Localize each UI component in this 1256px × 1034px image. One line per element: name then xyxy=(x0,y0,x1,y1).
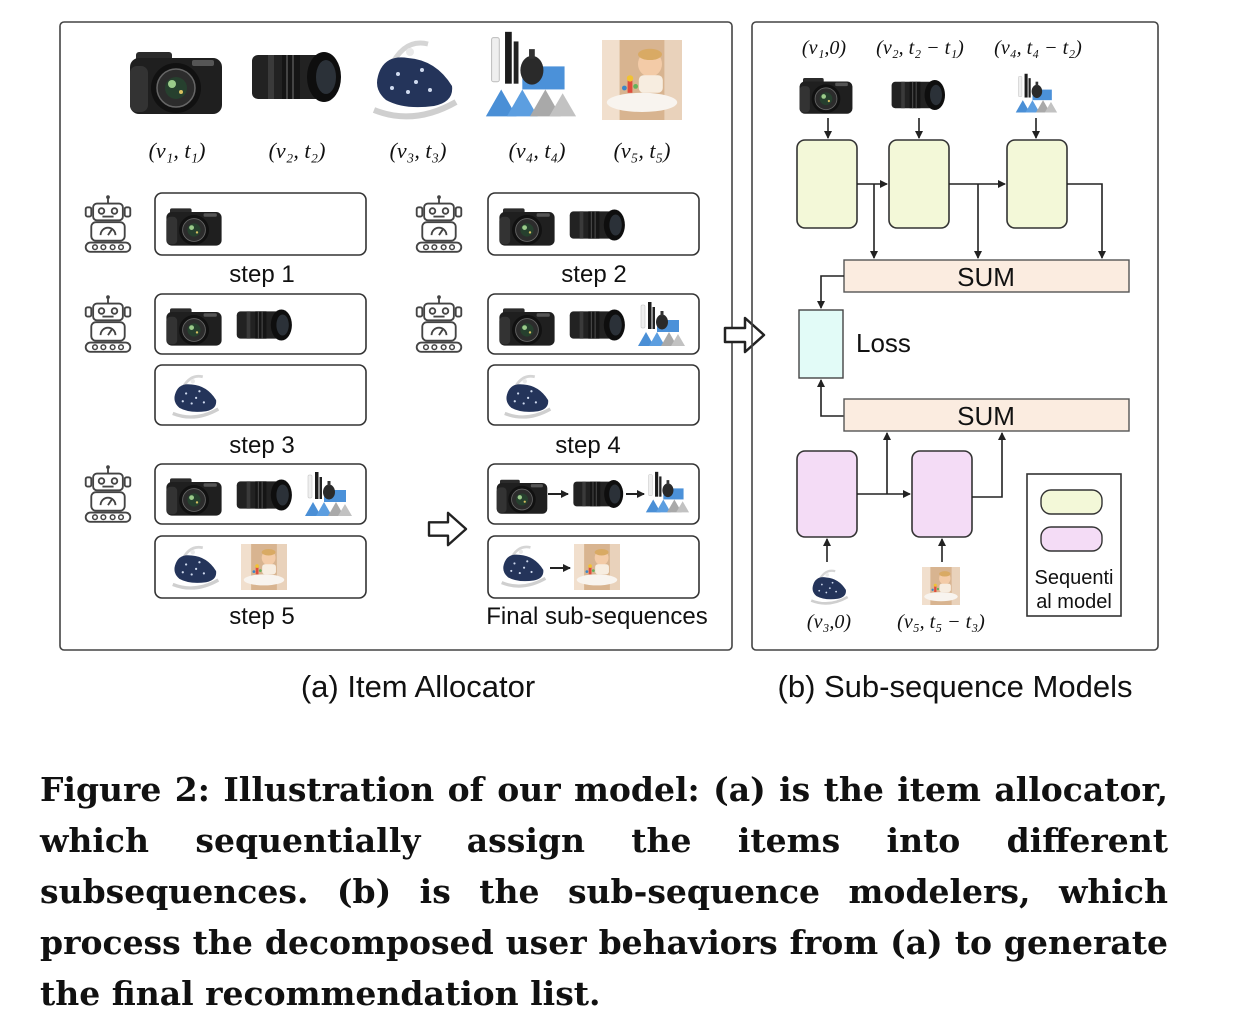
input-label-top-1: (v₁,0) xyxy=(802,37,846,59)
baby-rocker-icon xyxy=(809,569,850,605)
step-label-4: step 4 xyxy=(555,432,620,459)
robot-icon xyxy=(84,194,132,253)
robot-icon xyxy=(84,464,132,523)
baby-rocker-icon xyxy=(374,43,456,116)
robot-icon xyxy=(415,294,463,353)
sequential-model-a-3 xyxy=(1006,139,1068,229)
sum-label-top: SUM xyxy=(957,262,1015,292)
figure-caption: Figure 2: Illustration of our model: (a)… xyxy=(40,770,1168,1013)
camera-icon xyxy=(165,207,223,247)
cleaning-kit-icon xyxy=(485,31,577,117)
lens-icon xyxy=(236,479,292,511)
camera-icon xyxy=(799,77,853,115)
step-label-2: step 2 xyxy=(561,261,626,288)
item-label-1: (v₁, t₁) xyxy=(149,138,206,163)
robot-icon xyxy=(415,194,463,253)
camera-icon xyxy=(498,307,556,347)
baby-chair-photo-icon xyxy=(922,567,960,605)
model-figure: (v₁, t₁) (v₂, t₂) (v₃, t₃) (v₄, t₄) (v₅,… xyxy=(59,21,1159,704)
input-label-top-2: (v₂, t₂ − t₁) xyxy=(876,37,964,59)
sequential-model-b-1 xyxy=(796,450,858,538)
robot-icon xyxy=(84,294,132,353)
panel-b-title: (b) Sub-sequence Models xyxy=(778,669,1133,704)
input-label-bottom-2: (v₅, t₅ − t₃) xyxy=(897,611,985,633)
lens-icon xyxy=(252,52,341,102)
flow-arrow-icon xyxy=(723,316,766,354)
step-label-1: step 1 xyxy=(229,261,294,288)
final-subsequences-label: Final sub-sequences xyxy=(486,603,707,630)
legend-label-line1: Sequenti xyxy=(1035,567,1114,589)
camera-icon xyxy=(496,479,548,515)
step-label-3: step 3 xyxy=(229,432,294,459)
sum-box-top xyxy=(843,259,1130,293)
input-label-bottom-1: (v₃,0) xyxy=(807,611,851,633)
item-allocator-panel: (v₁, t₁) (v₂, t₂) (v₃, t₃) (v₄, t₄) (v₅,… xyxy=(59,21,733,651)
legend-swatch-a xyxy=(1040,489,1103,515)
item-label-2: (v₂, t₂) xyxy=(269,138,326,163)
flow-arrow-icon xyxy=(427,511,468,547)
loss-box xyxy=(798,309,844,379)
camera-icon xyxy=(129,51,223,115)
sequential-model-a-1 xyxy=(796,139,858,229)
legend: Sequenti al model xyxy=(1026,473,1122,617)
lens-icon xyxy=(891,80,945,110)
step-3-boxes xyxy=(154,293,367,426)
input-label-top-3: (v₄, t₄ − t₂) xyxy=(994,37,1082,59)
sum-box-bottom xyxy=(843,398,1130,432)
step-5-boxes xyxy=(154,463,367,599)
step-2-box xyxy=(487,192,700,256)
legend-label-line2: al model xyxy=(1036,591,1112,613)
item-label-4: (v₄, t₄) xyxy=(509,138,566,163)
sum-label-bottom: SUM xyxy=(957,401,1015,431)
lens-icon xyxy=(569,309,625,341)
camera-icon xyxy=(498,207,556,247)
legend-swatch-b xyxy=(1040,526,1103,552)
lens-icon xyxy=(569,209,625,241)
cleaning-kit-icon xyxy=(1015,73,1058,113)
item-label-3: (v₃, t₃) xyxy=(390,138,447,163)
baby-chair-photo-icon xyxy=(574,544,620,590)
baby-chair-photo-icon xyxy=(602,40,682,120)
step-label-5: step 5 xyxy=(229,603,294,630)
lens-icon xyxy=(573,480,624,508)
camera-icon xyxy=(165,307,223,347)
sequential-model-a-2 xyxy=(888,139,950,229)
subsequence-models-panel: (v₁,0) (v₂, t₂ − t₁) (v₄, t₄ − t₂) SUM L… xyxy=(751,21,1159,651)
step-1-box xyxy=(154,192,367,256)
panel-a-title: (a) Item Allocator xyxy=(301,669,535,704)
lens-icon xyxy=(236,309,292,341)
sequential-model-b-2 xyxy=(911,450,973,538)
baby-chair-photo-icon xyxy=(241,544,287,590)
loss-label: Loss xyxy=(856,328,911,358)
final-subsequences xyxy=(487,463,700,599)
camera-icon xyxy=(165,477,223,517)
item-label-5: (v₅, t₅) xyxy=(614,138,671,163)
step-4-boxes xyxy=(487,293,700,426)
